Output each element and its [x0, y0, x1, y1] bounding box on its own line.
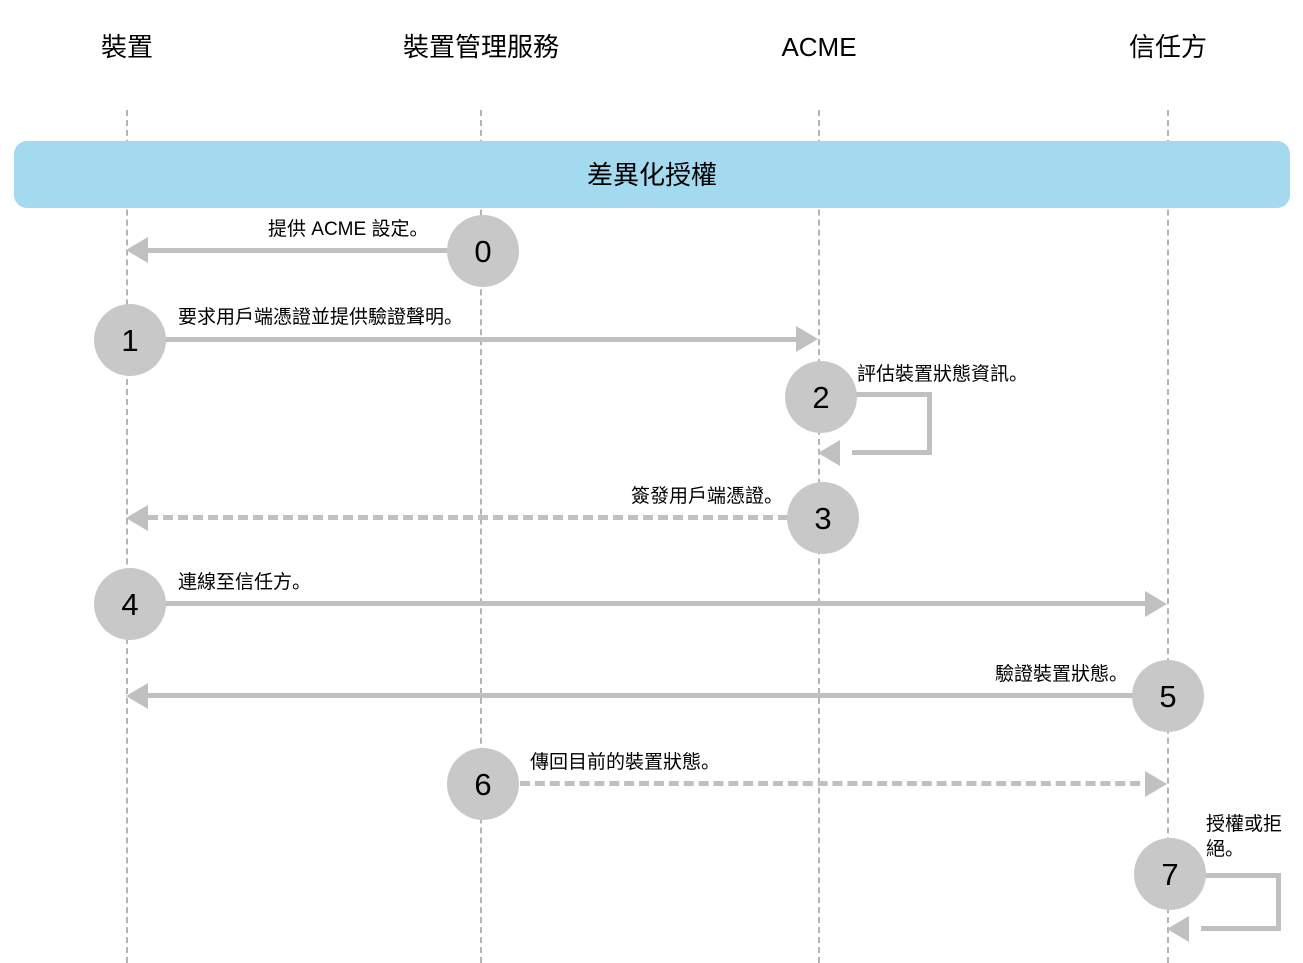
message-line-6: [520, 781, 1155, 786]
arrowhead-3: [126, 505, 148, 531]
lifeline-relying-party: [1167, 110, 1169, 963]
arrowhead-0: [126, 237, 148, 263]
message-label-5: 驗證裝置狀態。: [994, 664, 1128, 685]
message-label-3: 簽發用戶端憑證。: [630, 486, 783, 507]
message-line-5: [148, 693, 1148, 698]
lifeline-device: [126, 110, 128, 963]
phase-banner-label: 差異化授權: [586, 159, 717, 190]
arrowhead-1: [796, 326, 818, 352]
step-badge-4: 4: [94, 568, 166, 640]
participant-header-acme: ACME: [781, 32, 857, 62]
step-badge-7: 7: [1134, 838, 1206, 910]
step-badge-5: 5: [1132, 660, 1204, 732]
arrowhead-6: [1145, 771, 1167, 797]
arrowhead-5: [126, 683, 148, 709]
message-label-0: 提供 ACME 設定。: [268, 219, 429, 240]
participant-header-device: 裝置: [100, 32, 154, 62]
message-line-4: [163, 601, 1157, 606]
arrowhead-4: [1145, 591, 1167, 617]
message-label-4: 連線至信任方。: [178, 572, 312, 593]
participant-header-relying-party: 信任方: [1128, 32, 1208, 62]
arrowhead-2: [818, 440, 840, 466]
message-line-1: [163, 337, 808, 342]
message-label-1: 要求用戶端憑證並提供驗證聲明。: [178, 307, 464, 328]
message-line-3: [148, 515, 788, 520]
message-line-0: [148, 248, 450, 253]
step-badge-2: 2: [785, 361, 857, 433]
self-loop-2: [852, 392, 932, 455]
step-badge-3: 3: [787, 482, 859, 554]
message-label-2: 評估裝置狀態資訊。: [857, 364, 1029, 385]
message-label-7: 授權或拒絕。: [1206, 814, 1283, 860]
participant-header-device-management-service: 裝置管理服務: [402, 32, 560, 62]
arrowhead-7: [1167, 916, 1189, 942]
step-badge-1: 1: [94, 304, 166, 376]
lifeline-device-management-service: [480, 110, 482, 963]
self-loop-7: [1201, 873, 1281, 931]
phase-banner: 差異化授權: [14, 141, 1290, 208]
step-badge-6: 6: [447, 748, 519, 820]
step-badge-0: 0: [447, 215, 519, 287]
message-label-6: 傳回目前的裝置狀態。: [530, 752, 721, 773]
